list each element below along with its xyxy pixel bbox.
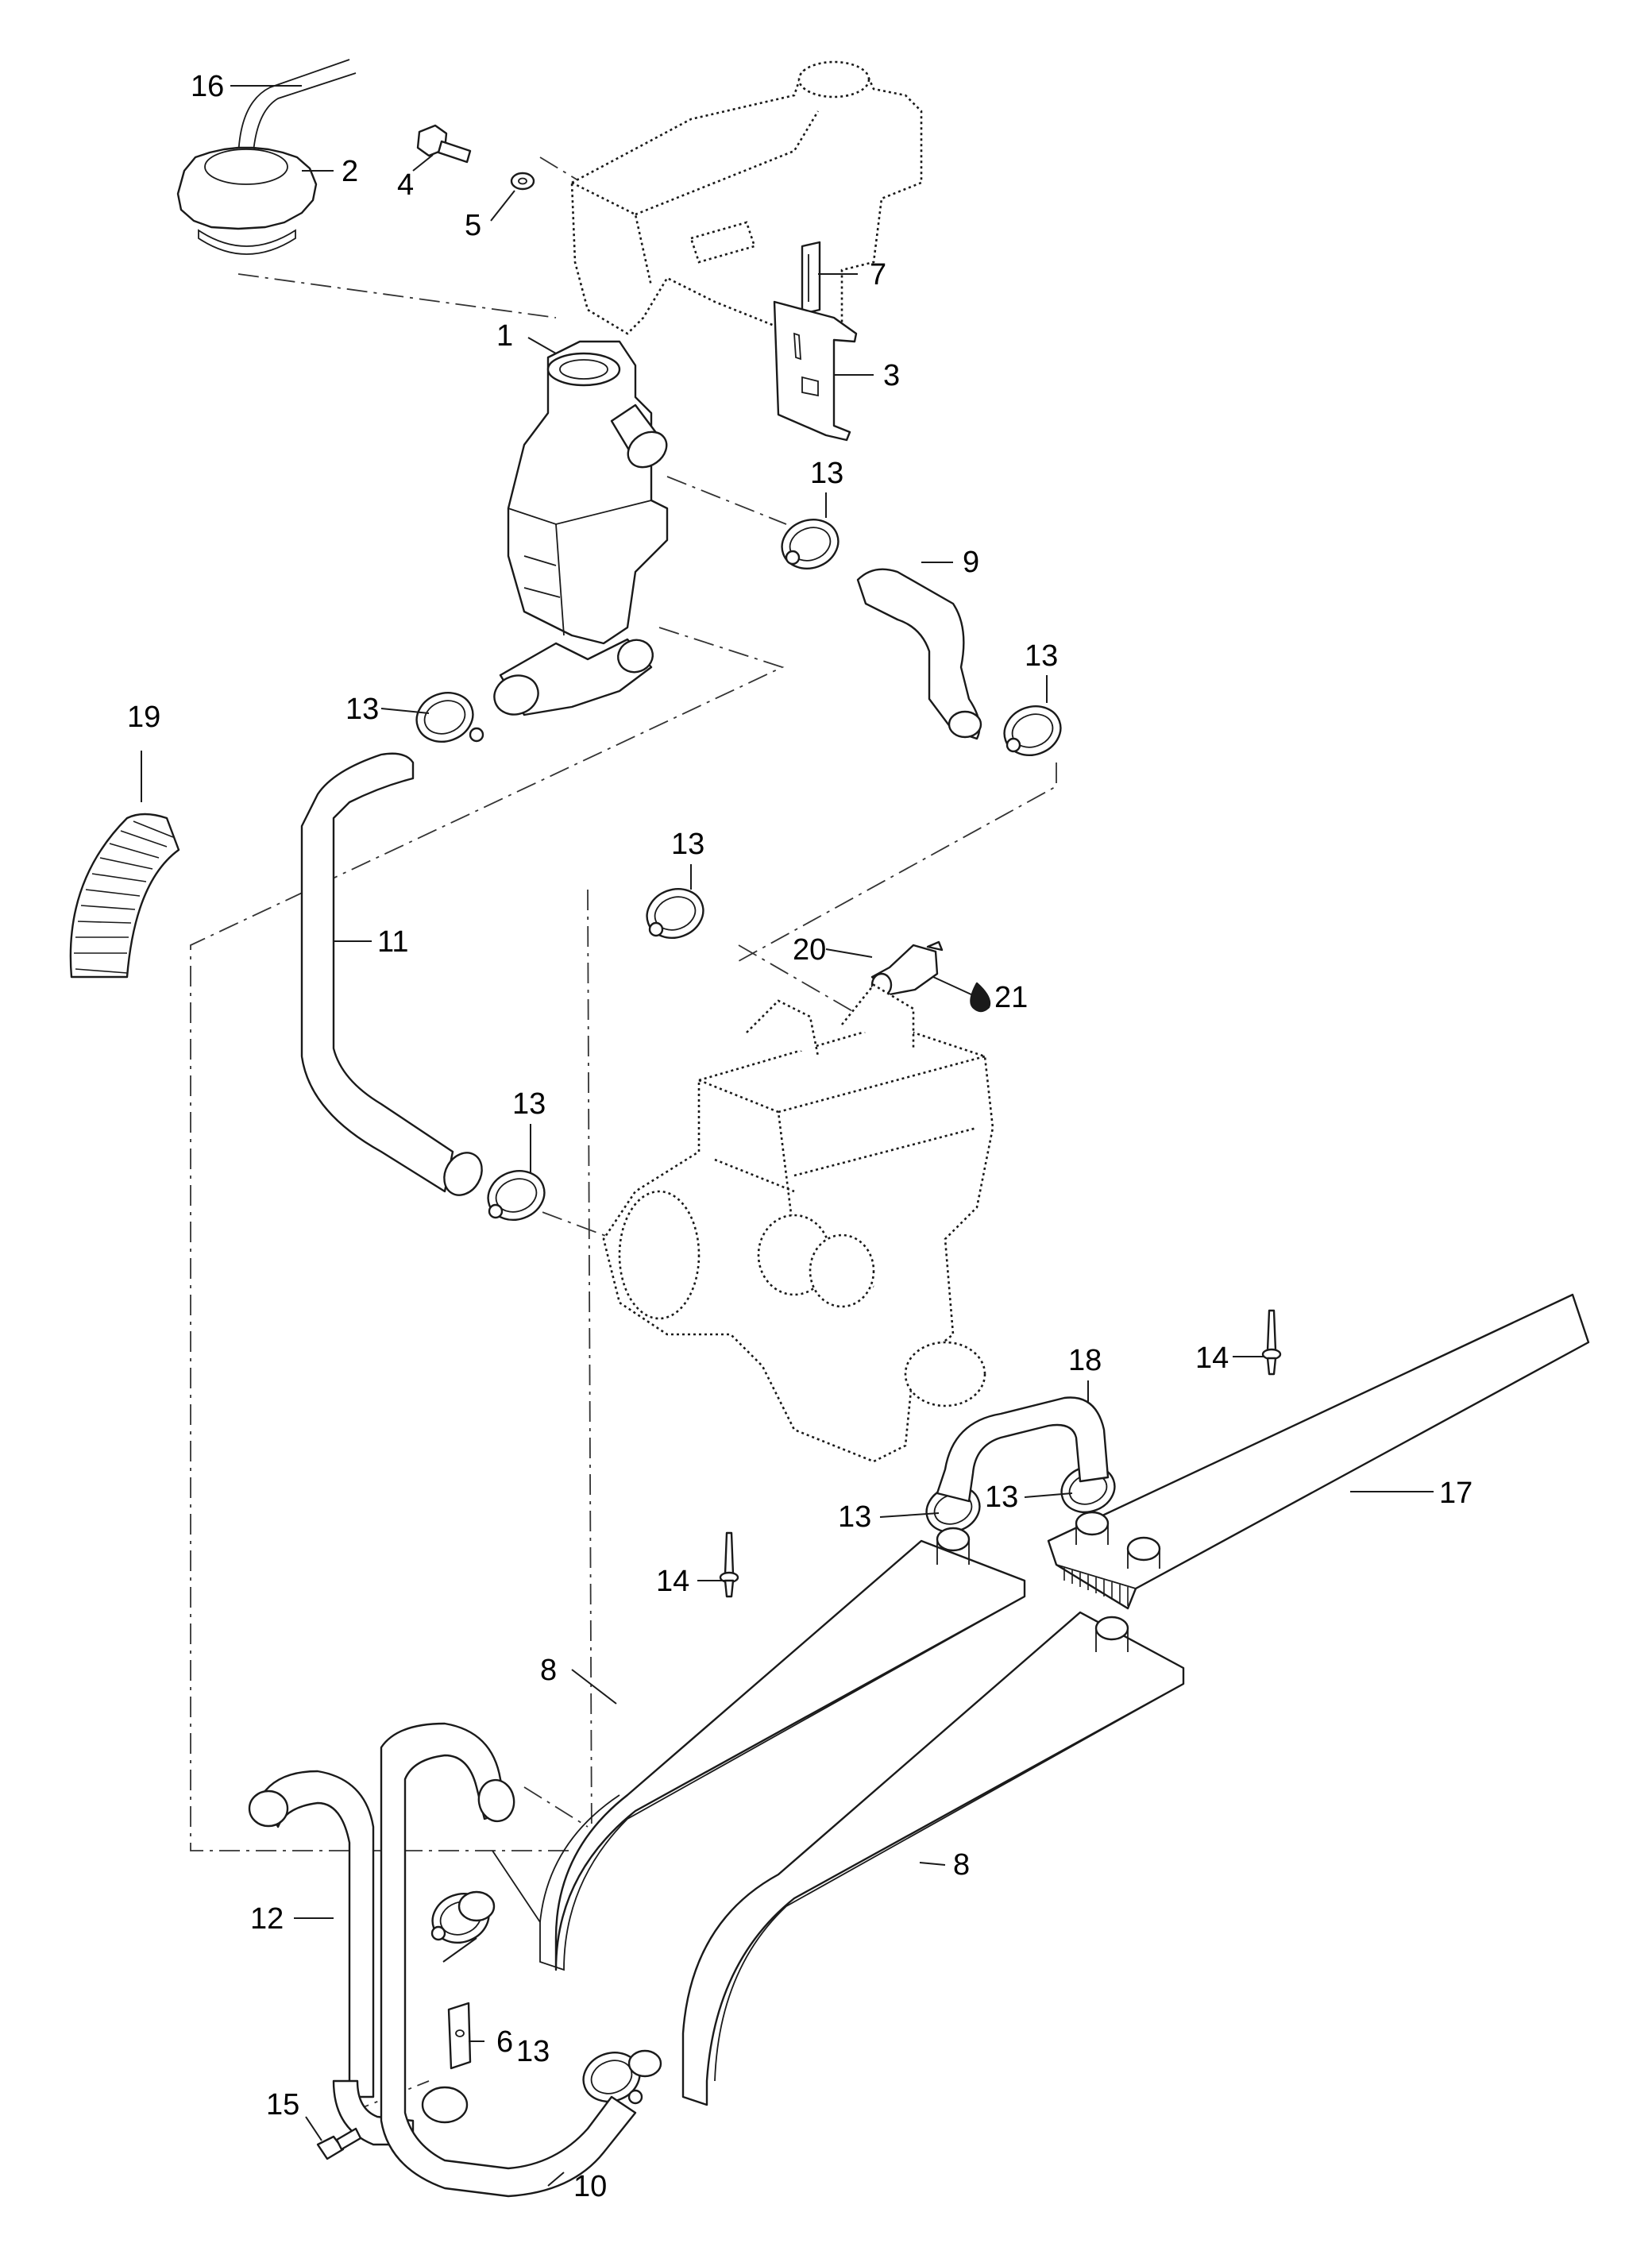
callout-8-lower: 8 (953, 1848, 970, 1882)
part-20-temperature-sensor (870, 940, 944, 998)
part-1-coolant-reservoir (493, 340, 669, 716)
part-13-clamps (415, 519, 1116, 2105)
part-9-hose (856, 568, 982, 740)
callout-13-reservoir-left: 13 (345, 693, 379, 726)
callout-13-reservoir-right: 13 (810, 457, 843, 490)
callout-2: 2 (342, 155, 358, 188)
part-19-corrugated-sleeve (69, 813, 180, 979)
callout-13-hose-18-left: 13 (838, 1500, 871, 1534)
callout-12: 12 (250, 1902, 284, 1936)
callout-13-lower: 13 (516, 2035, 550, 2068)
clamp-right (1003, 705, 1062, 756)
callout-9: 9 (963, 546, 979, 579)
callout-10: 10 (573, 2170, 607, 2203)
callout-14-upper: 14 (1195, 1342, 1229, 1375)
callout-1: 1 (496, 319, 513, 353)
part-17-heat-exchanger (1047, 1293, 1590, 1610)
callout-labels: 16 2 4 5 7 1 3 13 9 13 19 13 13 11 20 21… (127, 70, 1473, 2203)
callout-16: 16 (191, 70, 224, 103)
callout-11: 11 (377, 925, 408, 959)
rivet-upper (1261, 1309, 1282, 1376)
part-10-hose (380, 1722, 637, 2198)
rivet-lower (719, 1531, 739, 1598)
reference-engine (602, 983, 994, 1463)
part-4-bolt (416, 124, 472, 164)
part-21-sealant-drop (970, 982, 991, 1013)
part-5-washer (510, 172, 535, 191)
callout-17: 17 (1439, 1477, 1473, 1510)
callout-13-engine-top: 13 (671, 828, 704, 861)
reference-fuel-tank (570, 60, 923, 335)
part-8-heat-exchanger-a (492, 1527, 1026, 1971)
callout-20: 20 (793, 933, 826, 967)
clamp-left-upper (415, 692, 484, 743)
clamp-hose-11 (487, 1170, 546, 1221)
callout-4: 4 (397, 168, 414, 202)
callout-13-hose-18-right: 13 (985, 1481, 1018, 1514)
callout-19: 19 (127, 701, 160, 734)
callout-5: 5 (465, 209, 481, 242)
part-14-push-rivets (719, 1309, 1282, 1598)
callout-18: 18 (1068, 1344, 1102, 1377)
part-18-hose (936, 1396, 1110, 1503)
callout-6: 6 (496, 2025, 513, 2059)
part-3-bracket (773, 300, 858, 442)
callout-13-hose-11: 13 (512, 1087, 546, 1121)
callout-3: 3 (883, 359, 900, 392)
clamp-engine-top (646, 888, 704, 939)
callout-15: 15 (266, 2088, 299, 2122)
callout-8-upper: 8 (540, 1654, 557, 1687)
part-7-strap (801, 241, 821, 315)
part-8-heat-exchanger-b (627, 1611, 1185, 2106)
callout-13-hose-9: 13 (1025, 639, 1058, 673)
part-15-screw (316, 2127, 362, 2160)
leader-lines (141, 85, 1434, 2187)
callout-14-lower: 14 (656, 1565, 689, 1598)
part-11-hose (300, 752, 483, 1196)
part-6-clip (421, 2002, 472, 2124)
clamp-upper-right (781, 519, 840, 569)
callout-7: 7 (870, 258, 886, 291)
part-2-reservoir-cap (176, 146, 318, 255)
callout-21: 21 (994, 981, 1028, 1014)
